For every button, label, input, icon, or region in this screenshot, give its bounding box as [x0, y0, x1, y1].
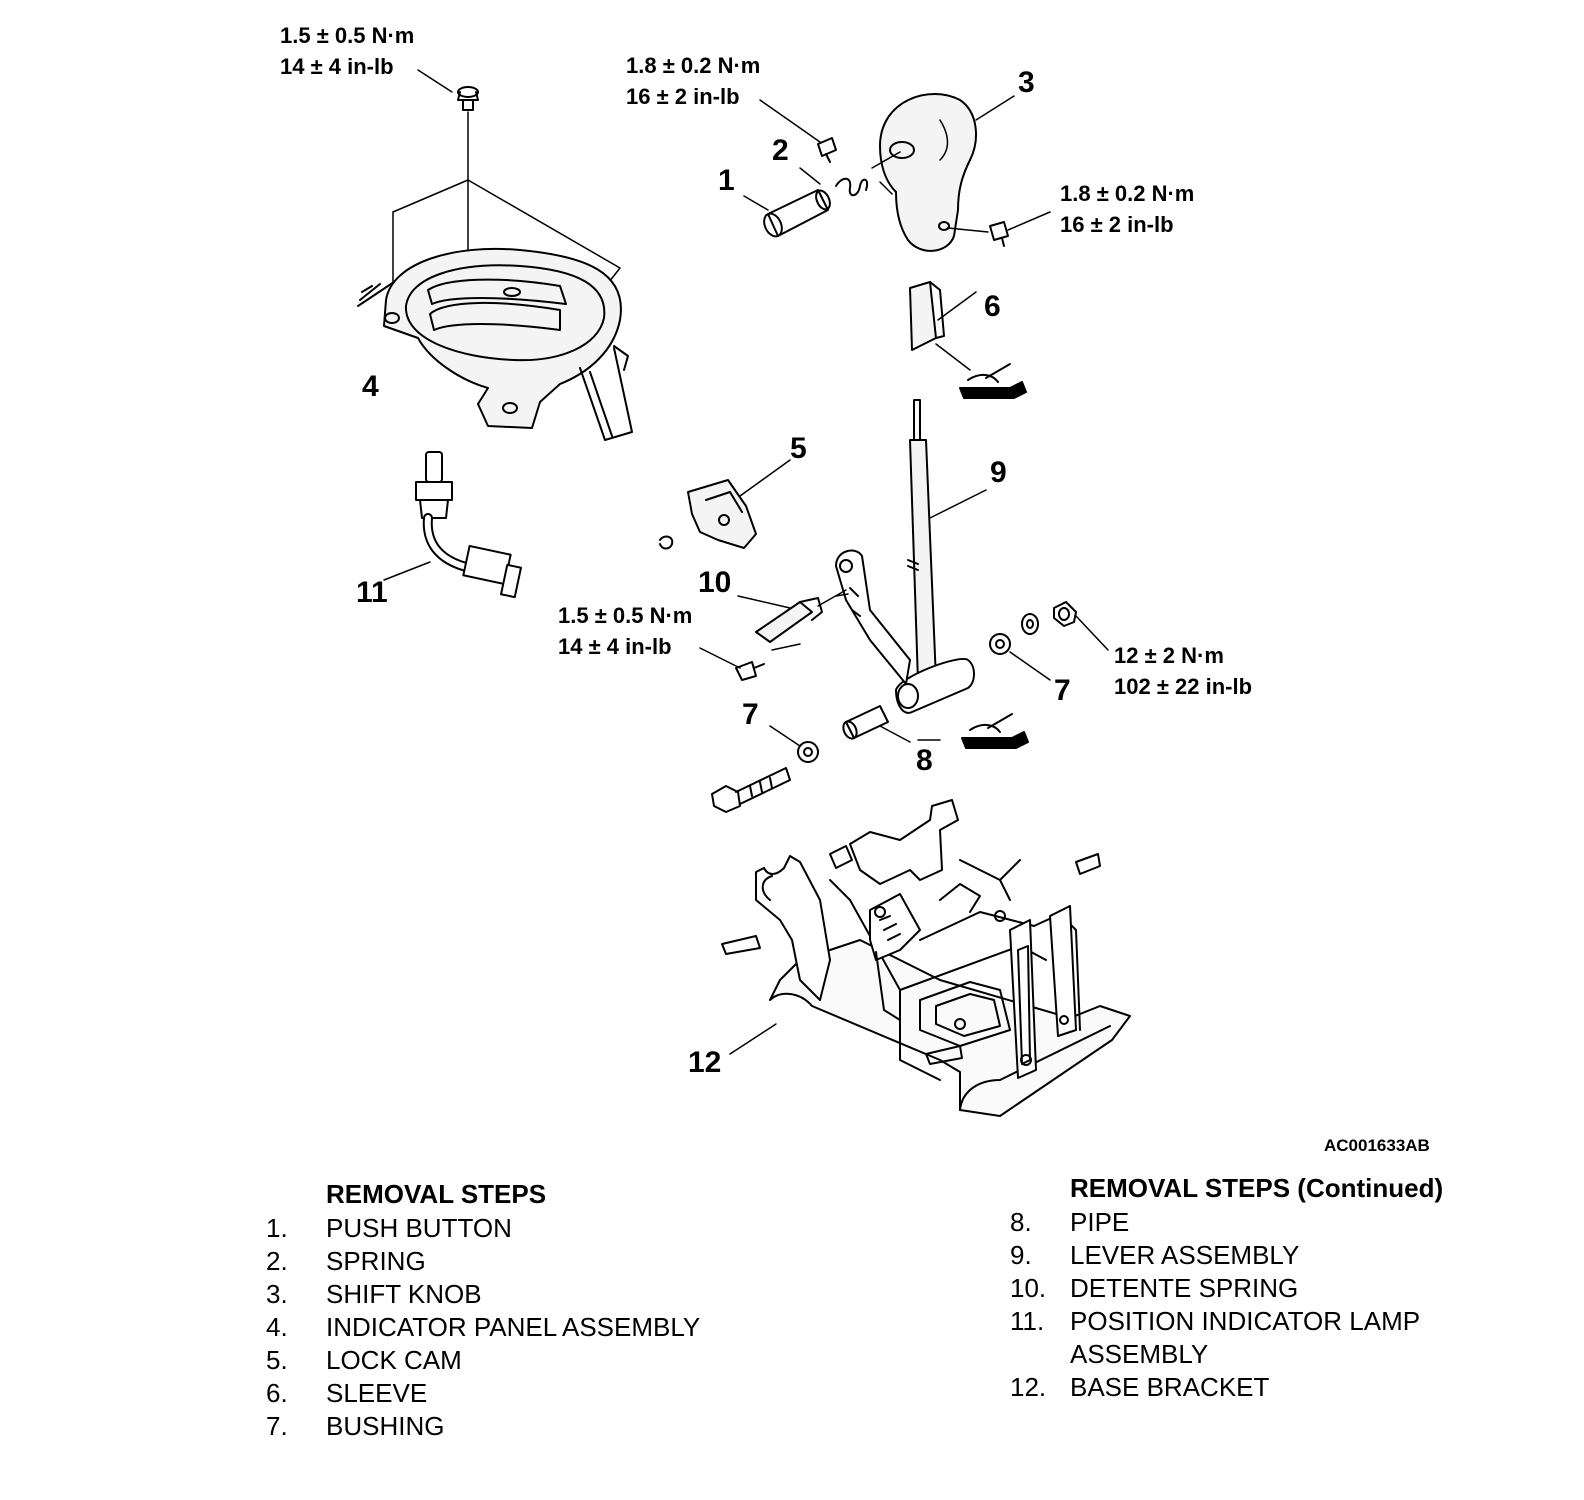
lever-bolt-part	[711, 767, 791, 813]
removal-steps-continued-heading: REMOVAL STEPS (Continued)	[1070, 1173, 1444, 1203]
list-item: 1.PUSH BUTTON	[266, 1213, 512, 1243]
push-button-part	[743, 189, 831, 238]
callout-9: 9	[990, 456, 1007, 489]
torque-spec-knob-screw: 1.8 ± 0.2 N·m 16 ± 2 in-lb	[1060, 178, 1194, 240]
lever-assembly-part	[835, 399, 987, 714]
callout-3: 3	[1018, 66, 1035, 99]
callout-7-right: 7	[1054, 674, 1071, 707]
torque-spec-detente-screw: 1.5 ± 0.5 N·m 14 ± 4 in-lb	[558, 600, 692, 662]
torque-imperial: 16 ± 2 in-lb	[1060, 212, 1174, 237]
callout-12: 12	[688, 1046, 722, 1079]
torque-metric: 12 ± 2 N·m	[1114, 643, 1224, 668]
callout-7-left: 7	[742, 698, 759, 731]
removal-steps-list: REMOVAL STEPS 1.PUSH BUTTON 2.SPRING 3.S…	[266, 1178, 826, 1443]
list-item: 3.SHIFT KNOB	[266, 1279, 482, 1309]
bushing-right-part	[989, 601, 1109, 681]
list-item: 11.POSITION INDICATOR LAMP	[1010, 1306, 1421, 1336]
spring-part	[759, 99, 869, 197]
sleeve-part	[909, 281, 977, 371]
pipe-part	[842, 705, 941, 743]
torque-metric: 1.8 ± 0.2 N·m	[1060, 181, 1195, 206]
callout-11: 11	[356, 576, 388, 609]
lock-cam-part	[659, 459, 791, 550]
list-item: 10.DETENTE SPRING	[1010, 1273, 1299, 1303]
list-item: ASSEMBLY	[1070, 1339, 1209, 1369]
panel-screw	[457, 86, 479, 111]
list-item: 6.SLEEVE	[266, 1378, 428, 1408]
torque-spec-spring-screw: 1.8 ± 0.2 N·m 16 ± 2 in-lb	[626, 50, 760, 112]
list-item: 12.BASE BRACKET	[1010, 1372, 1270, 1402]
torque-imperial: 102 ± 22 in-lb	[1114, 674, 1253, 699]
torque-metric: 1.5 ± 0.5 N·m	[280, 23, 415, 48]
list-item: 7.BUSHING	[266, 1411, 445, 1441]
torque-imperial: 14 ± 4 in-lb	[280, 54, 394, 79]
callout-1: 1	[718, 164, 735, 197]
callout-4: 4	[362, 370, 379, 403]
callout-5: 5	[790, 432, 807, 465]
detente-spring-part	[699, 589, 849, 681]
list-item: 2.SPRING	[266, 1246, 426, 1276]
torque-imperial: 14 ± 4 in-lb	[558, 634, 672, 659]
list-item: 9.LEVER ASSEMBLY	[1010, 1240, 1300, 1270]
exploded-view-diagram	[357, 69, 1131, 1117]
callout-10: 10	[698, 566, 732, 599]
torque-metric: 1.5 ± 0.5 N·m	[558, 603, 693, 628]
list-item: 8.PIPE	[1010, 1207, 1130, 1237]
bushing-left-part	[769, 725, 819, 763]
list-item: 4.INDICATOR PANEL ASSEMBLY	[266, 1312, 701, 1342]
grease-symbol-upper	[959, 363, 1027, 399]
list-item: 5.LOCK CAM	[266, 1345, 462, 1375]
removal-steps-continued-list: REMOVAL STEPS (Continued) 8.PIPE 9.LEVER…	[1010, 1172, 1570, 1404]
torque-metric: 1.8 ± 0.2 N·m	[626, 53, 761, 78]
base-bracket-part	[721, 799, 1131, 1117]
position-indicator-lamp-part	[383, 451, 522, 599]
torque-spec-indicator-panel: 1.5 ± 0.5 N·m 14 ± 4 in-lb	[280, 20, 414, 82]
torque-imperial: 16 ± 2 in-lb	[626, 84, 740, 109]
shift-knob-part	[871, 92, 1051, 252]
callout-2: 2	[772, 134, 789, 167]
removal-steps-heading: REMOVAL STEPS	[326, 1179, 547, 1209]
callout-6: 6	[984, 290, 1001, 323]
torque-spec-lever-nut: 12 ± 2 N·m 102 ± 22 in-lb	[1114, 640, 1252, 702]
callout-8: 8	[916, 744, 933, 777]
grease-symbol-lower	[961, 713, 1029, 749]
indicator-panel-assembly-part	[357, 69, 633, 441]
figure-id: AC001633AB	[1324, 1136, 1430, 1155]
